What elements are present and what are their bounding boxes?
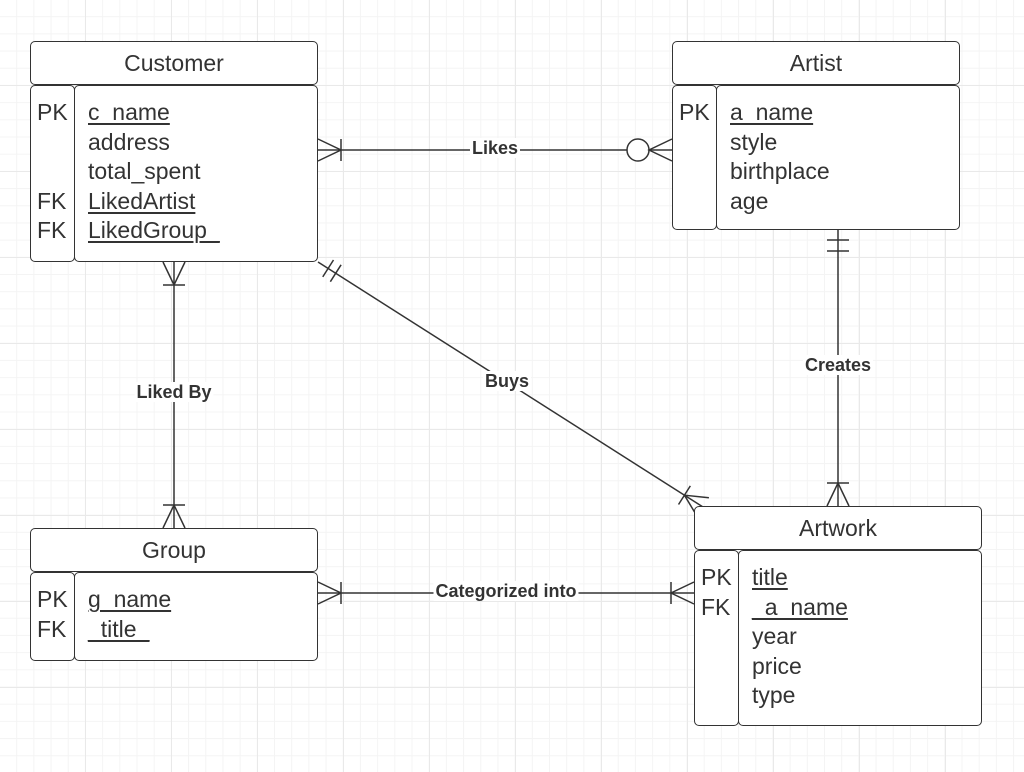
artwork-attribute-list[interactable]: title _a_name year price type [738,550,982,726]
artwork-key-3 [701,622,738,652]
customer-key-2 [37,128,74,158]
artist-title-text: Artist [789,49,843,76]
buys-relationship-label[interactable]: Buys [482,371,532,391]
artwork-key-2: FK [701,593,731,620]
artist-key-2 [679,128,716,158]
group-key-2: FK [37,615,67,642]
categorized-into-relationship-label[interactable]: Categorized into [433,581,579,601]
artist-key-3 [679,157,716,187]
artwork-key-1: PK [701,564,732,590]
customer-key-3 [37,157,74,187]
liked-by-relationship-label[interactable]: Liked By [134,382,214,402]
artwork-key-5 [701,681,738,711]
artwork-key-column[interactable]: PK FK [694,550,739,726]
likes-relationship-label[interactable]: Likes [469,138,521,158]
buys-customer-bar-1 [322,259,335,278]
artist-attr-birthplace: birthplace [730,158,830,185]
artwork-attr-price: price [752,652,802,679]
group-title-text: Group [142,536,206,563]
customer-attr-liked-artist: LikedArtist [88,187,196,214]
artist-attr-a-name: a_name [730,99,814,125]
customer-attr-address: address [88,128,170,155]
artist-key-4 [679,187,716,217]
customer-attr-c-name: c_name [88,99,170,125]
buys-artwork-crowfoot-left [684,494,709,499]
customer-attr-liked-group: LikedGroup_ [88,217,220,244]
artist-key-1: PK [679,99,710,125]
customer-key-4: FK [37,187,67,214]
artwork-attr-year: year [752,623,797,650]
customer-key-1: PK [37,99,68,125]
artwork-key-4 [701,652,738,682]
group-key-column[interactable]: PK FK [30,572,75,661]
artwork-attr-type: type [752,682,796,709]
artist-attribute-list[interactable]: a_name style birthplace age [716,85,960,230]
customer-key-5: FK [37,217,67,244]
group-attribute-list[interactable]: g_name _title_ [74,572,318,661]
buys-customer-bar-2 [329,264,342,283]
artist-key-column[interactable]: PK [672,85,717,230]
artwork-attr-title: title [752,564,788,590]
artwork-attr-a-name: _a_name [752,593,848,620]
artist-attr-style: style [730,128,778,155]
creates-relationship-label[interactable]: Creates [802,355,874,375]
artist-attr-age: age [730,187,769,214]
customer-attr-total-spent: total_spent [88,158,201,185]
artwork-entity-title[interactable]: Artwork [694,506,982,550]
buys-artwork-bar [677,485,691,505]
customer-entity-title[interactable]: Customer [30,41,318,85]
group-attr-g-name: g_name [88,586,172,612]
customer-key-column[interactable]: PK FK FK [30,85,75,262]
likes-artist-zero-circle [626,138,650,162]
customer-attribute-list[interactable]: c_name address total_spent LikedArtist L… [74,85,318,262]
group-entity-title[interactable]: Group [30,528,318,572]
artwork-title-text: Artwork [799,514,877,541]
group-attr-title: _title_ [88,615,150,642]
customer-title-text: Customer [124,49,224,76]
artist-entity-title[interactable]: Artist [672,41,960,85]
group-key-1: PK [37,586,68,612]
